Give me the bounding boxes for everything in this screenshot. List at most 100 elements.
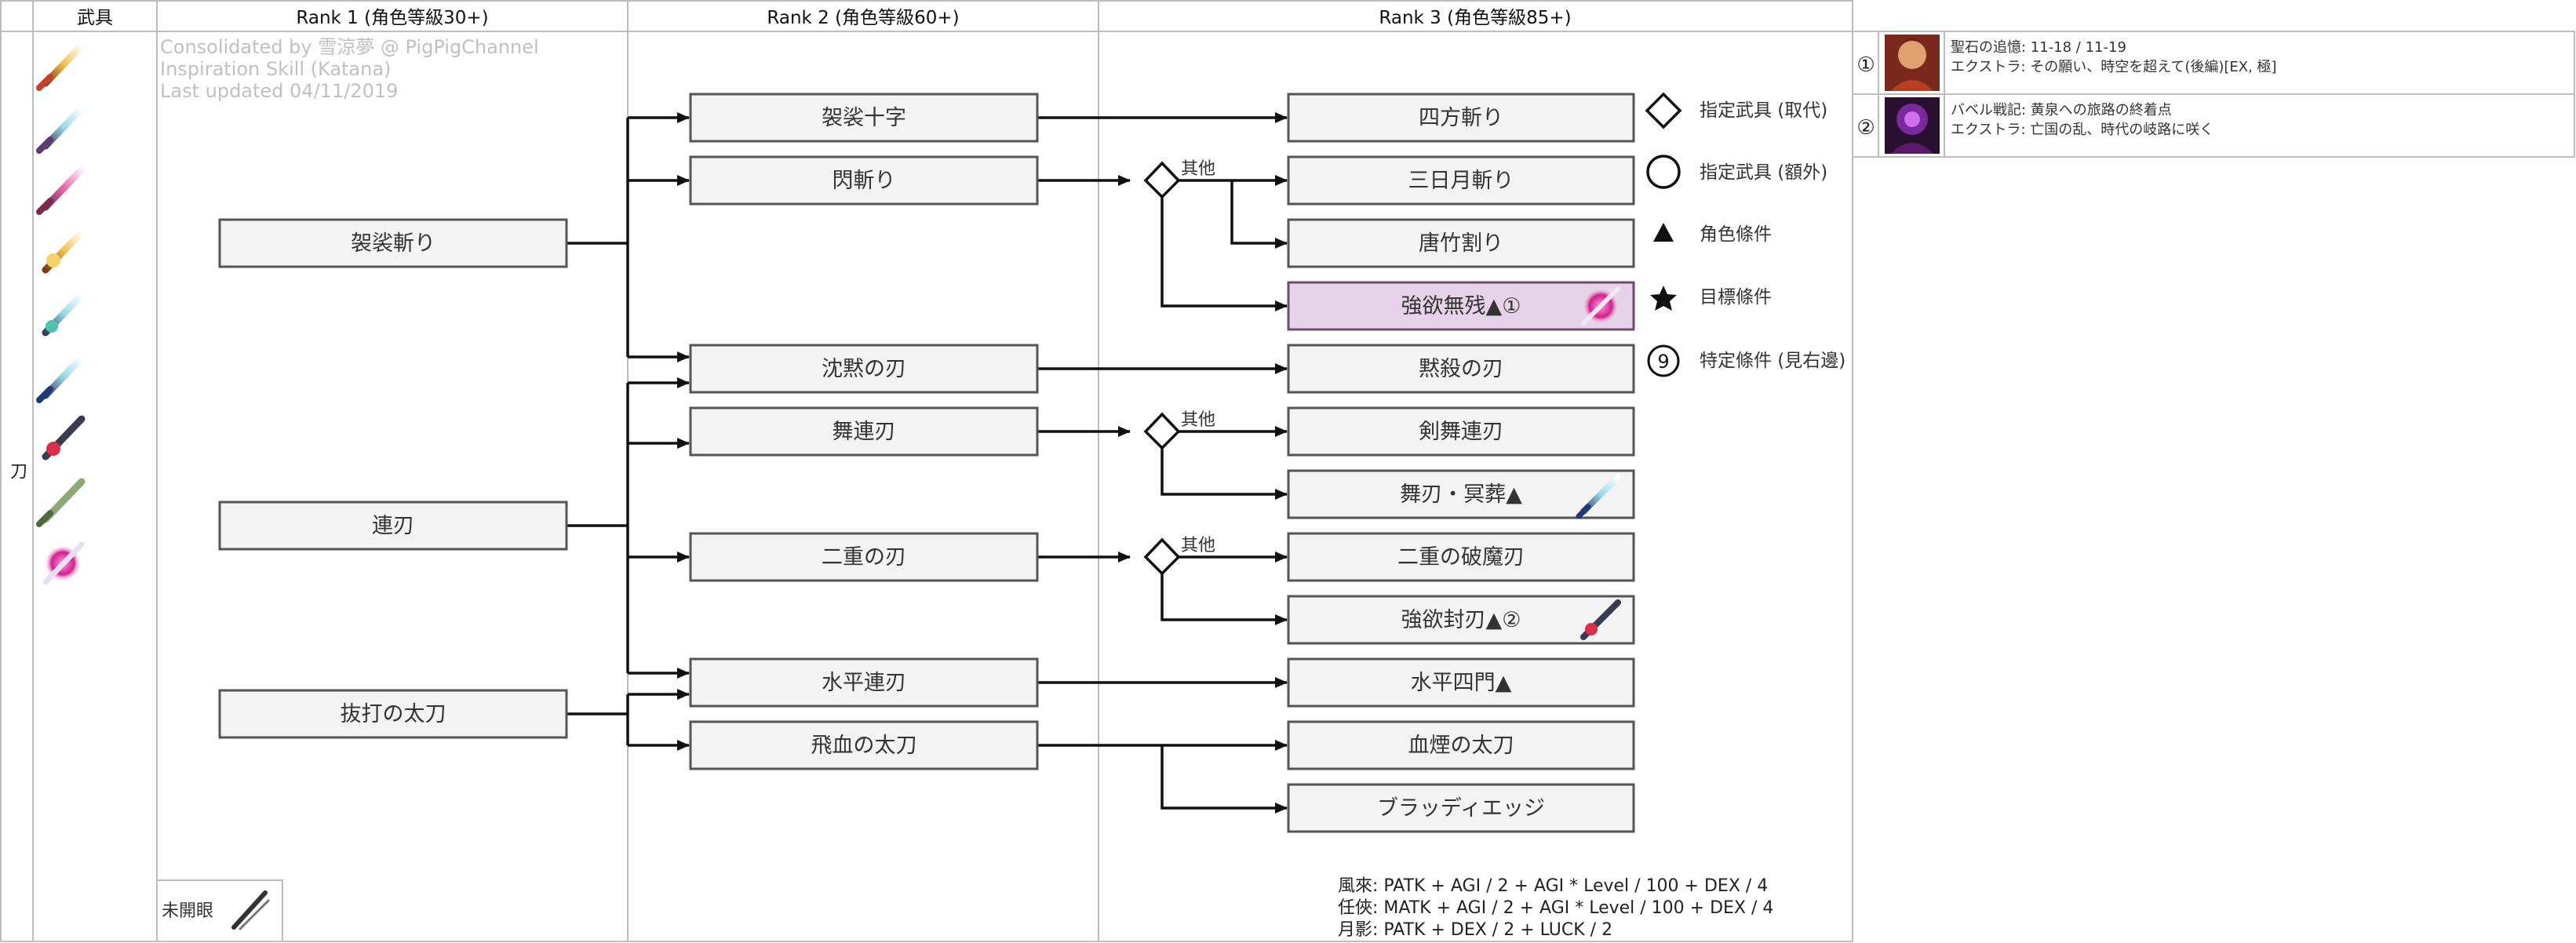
svg-text:指定武具 (取代): 指定武具 (取代)	[1700, 100, 1827, 121]
watermark-title: Inspiration Skill (Katana)	[160, 58, 391, 80]
legend-item-circled-number: 9 特定條件 (見右邊)	[1647, 344, 1845, 377]
skill-box-r3b[interactable]: 三日月斬り	[1287, 155, 1635, 206]
branch-diamond: 其他	[1143, 536, 1215, 576]
watermark-updated: Last updated 04/11/2019	[160, 80, 398, 102]
svg-text:水平四門▲: 水平四門▲	[1411, 671, 1512, 695]
katana-icon[interactable]	[36, 478, 86, 527]
skill-box-r2g[interactable]: 飛血の太刀	[689, 720, 1039, 770]
skill-box-r3a[interactable]: 四方斬り	[1287, 93, 1635, 143]
svg-text:四方斬り: 四方斬り	[1419, 106, 1503, 130]
svg-text:二重の刃: 二重の刃	[822, 545, 906, 570]
skill-box-r3c[interactable]: 唐竹割り	[1287, 218, 1635, 268]
skill-box-r2c[interactable]: 沈黙の刃	[689, 344, 1039, 394]
svg-text:水平連刃: 水平連刃	[822, 671, 906, 695]
skill-box-r1c[interactable]: 抜打の太刀	[218, 689, 568, 739]
condition-line: エクストラ: 亡国の乱、時代の岐路に咲く	[1951, 122, 2213, 138]
svg-text:閃斬り: 閃斬り	[833, 169, 896, 193]
katana-icon[interactable]	[36, 42, 86, 91]
skill-box-r3e[interactable]: 黙殺の刃	[1287, 344, 1635, 394]
skill-box-r2f[interactable]: 水平連刃	[689, 657, 1039, 708]
svg-text:二重の破魔刃: 二重の破魔刃	[1397, 545, 1525, 570]
condition-mark: ①	[1856, 53, 1875, 77]
skill-box-r3l[interactable]: ブラッディエッジ	[1287, 783, 1635, 833]
side-label-katana: 刀	[7, 462, 27, 479]
svg-text:指定武具 (額外): 指定武具 (額外)	[1700, 162, 1827, 183]
svg-text:血煙の太刀: 血煙の太刀	[1408, 734, 1514, 758]
formula-line: 風來: PATK + AGI / 2 + AGI * Level / 100 +…	[1338, 876, 1768, 896]
svg-text:袈裟十字: 袈裟十字	[822, 106, 906, 130]
legend-item-circle: 指定武具 (額外)	[1646, 155, 1827, 189]
svg-text:ブラッディエッジ: ブラッディエッジ	[1377, 796, 1545, 821]
character-avatar	[1885, 97, 1940, 154]
legend: 指定武具 (取代) 指定武具 (額外) 角色條件 目標條件 9 特定條件 (見右…	[1645, 92, 1845, 377]
branch-label-other: 其他	[1181, 410, 1215, 430]
weapon-icon-list	[36, 42, 86, 585]
branch-label-other: 其他	[1181, 159, 1215, 179]
svg-text:黙殺の刃: 黙殺の刃	[1419, 357, 1503, 381]
skill-box-r1b[interactable]: 連刃	[218, 501, 568, 551]
branch-diamond: 其他	[1143, 159, 1215, 199]
svg-text:袈裟斬り: 袈裟斬り	[351, 231, 435, 256]
katana-icon[interactable]	[42, 541, 85, 585]
svg-text:唐竹割り: 唐竹割り	[1419, 231, 1503, 256]
header-rank3: Rank 3 (角色等級85+)	[1379, 8, 1571, 28]
svg-text:特定條件 (見右邊): 特定條件 (見右邊)	[1700, 351, 1845, 371]
svg-text:舞刃・冥葬▲: 舞刃・冥葬▲	[1400, 482, 1522, 507]
character-avatar	[1885, 35, 1940, 91]
skill-box-r1a[interactable]: 袈裟斬り	[218, 218, 568, 268]
header-rank2: Rank 2 (角色等級60+)	[767, 8, 959, 28]
unawakened-label: 未開眼	[162, 901, 213, 921]
formula-line: 月影: PATK + DEX / 2 + LUCK / 2	[1338, 920, 1612, 940]
skill-box-r2b[interactable]: 閃斬り	[689, 155, 1039, 206]
svg-text:角色條件: 角色條件	[1700, 224, 1772, 245]
condition-mark: ②	[1856, 116, 1875, 140]
branch-diamond: 其他	[1143, 410, 1215, 450]
skill-box-r2e[interactable]: 二重の刃	[689, 532, 1039, 582]
katana-icon[interactable]	[42, 291, 86, 337]
legend-item-star: 目標條件	[1650, 286, 1772, 311]
skill-box-r3j[interactable]: 水平四門▲	[1287, 657, 1635, 708]
svg-text:強欲封刃▲②: 強欲封刃▲②	[1401, 608, 1521, 632]
katana-icon	[231, 890, 270, 930]
svg-text:沈黙の刃: 沈黙の刃	[822, 357, 906, 381]
unawakened-note: 未開眼	[162, 890, 270, 930]
svg-text:目標條件: 目標條件	[1700, 287, 1772, 308]
svg-text:舞連刃: 舞連刃	[833, 420, 896, 444]
svg-text:9: 9	[1657, 351, 1669, 373]
skill-box-r3h[interactable]: 二重の破魔刃	[1287, 532, 1635, 582]
condition-row-2: ② バベル戦記: 黄泉への旅路の終着点 エクストラ: 亡国の乱、時代の岐路に咲く	[1856, 97, 2213, 154]
skill-box-r3k[interactable]: 血煙の太刀	[1287, 720, 1635, 770]
legend-item-diamond: 指定武具 (取代)	[1645, 92, 1827, 129]
svg-text:剣舞連刃: 剣舞連刃	[1419, 420, 1503, 444]
formula-line: 任俠: MATK + AGI / 2 + AGI * Level / 100 +…	[1338, 898, 1773, 918]
katana-icon	[1581, 286, 1620, 326]
header-rank1: Rank 1 (角色等級30+)	[296, 8, 488, 28]
condition-line: 聖石の追憶: 11-18 / 11-19	[1951, 39, 2126, 56]
condition-line: エクストラ: その願い、時空を超えて(後編)[EX, 極]	[1951, 59, 2277, 75]
katana-icon	[1576, 474, 1621, 519]
svg-text:抜打の太刀: 抜打の太刀	[341, 702, 446, 726]
katana-icon[interactable]	[42, 415, 86, 461]
condition-row-1: ① 聖石の追憶: 11-18 / 11-19 エクストラ: その願い、時空を超え…	[1856, 35, 2277, 91]
skill-box-r3d[interactable]: 強欲無残▲①	[1287, 281, 1635, 331]
katana-icon[interactable]	[42, 228, 86, 274]
header-weapon: 武具	[77, 8, 113, 28]
katana-icon	[1580, 599, 1621, 640]
connector-lines	[567, 112, 1288, 814]
katana-icon[interactable]	[36, 104, 86, 154]
svg-text:連刃: 連刃	[372, 514, 414, 538]
skill-box-r3f[interactable]: 剣舞連刃	[1287, 406, 1635, 457]
katana-icon[interactable]	[36, 354, 86, 403]
legend-item-triangle: 角色條件	[1653, 223, 1772, 245]
skill-box-r3i[interactable]: 強欲封刃▲②	[1287, 595, 1635, 645]
branch-label-other: 其他	[1181, 536, 1215, 555]
condition-line: バベル戦記: 黄泉への旅路の終着点	[1951, 102, 2172, 118]
svg-text:飛血の太刀: 飛血の太刀	[811, 734, 917, 758]
katana-icon[interactable]	[36, 166, 86, 215]
watermark-credit: Consolidated by 雪涼夢 @ PigPigChannel	[160, 36, 539, 58]
skill-box-r3g[interactable]: 舞刃・冥葬▲	[1287, 469, 1635, 519]
skill-box-r2a[interactable]: 袈裟十字	[689, 93, 1039, 143]
skill-box-r2d[interactable]: 舞連刃	[689, 406, 1039, 457]
